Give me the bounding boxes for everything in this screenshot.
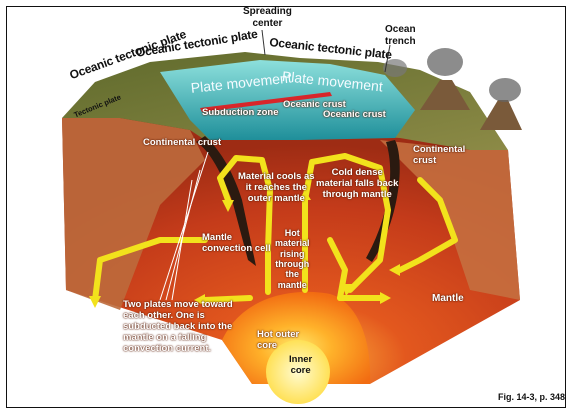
figure-reference: Fig. 14-3, p. 348 [498, 392, 565, 402]
label-ocean-trench: Ocean trench [385, 24, 416, 47]
label-spreading-center: Spreading center [243, 6, 292, 29]
ash-cloud [489, 78, 521, 102]
label-subduction-zone: Subduction zone [202, 108, 279, 119]
ash-cloud [427, 48, 463, 76]
label-mantle: Mantle [432, 293, 464, 305]
label-cold-dense: Cold dense material falls back through m… [316, 168, 398, 201]
label-hot-material: Hot material rising through the mantle [275, 228, 310, 290]
label-inner-core: Inner core [289, 355, 312, 377]
label-two-plates: Two plates move toward each other. One i… [123, 300, 233, 355]
label-material-cools: Material cools as it reaches the outer m… [238, 172, 315, 205]
label-mantle-convection-cell: Mantle convection cell [202, 233, 271, 255]
label-continental-crust-right: Continental crust [413, 145, 465, 167]
leader-line [262, 30, 265, 55]
label-hot-outer-core: Hot outer core [257, 330, 299, 352]
volcano [480, 100, 522, 130]
label-oceanic-crust-2: Oceanic crust [323, 110, 386, 121]
label-continental-crust-left: Continental crust [143, 138, 221, 149]
